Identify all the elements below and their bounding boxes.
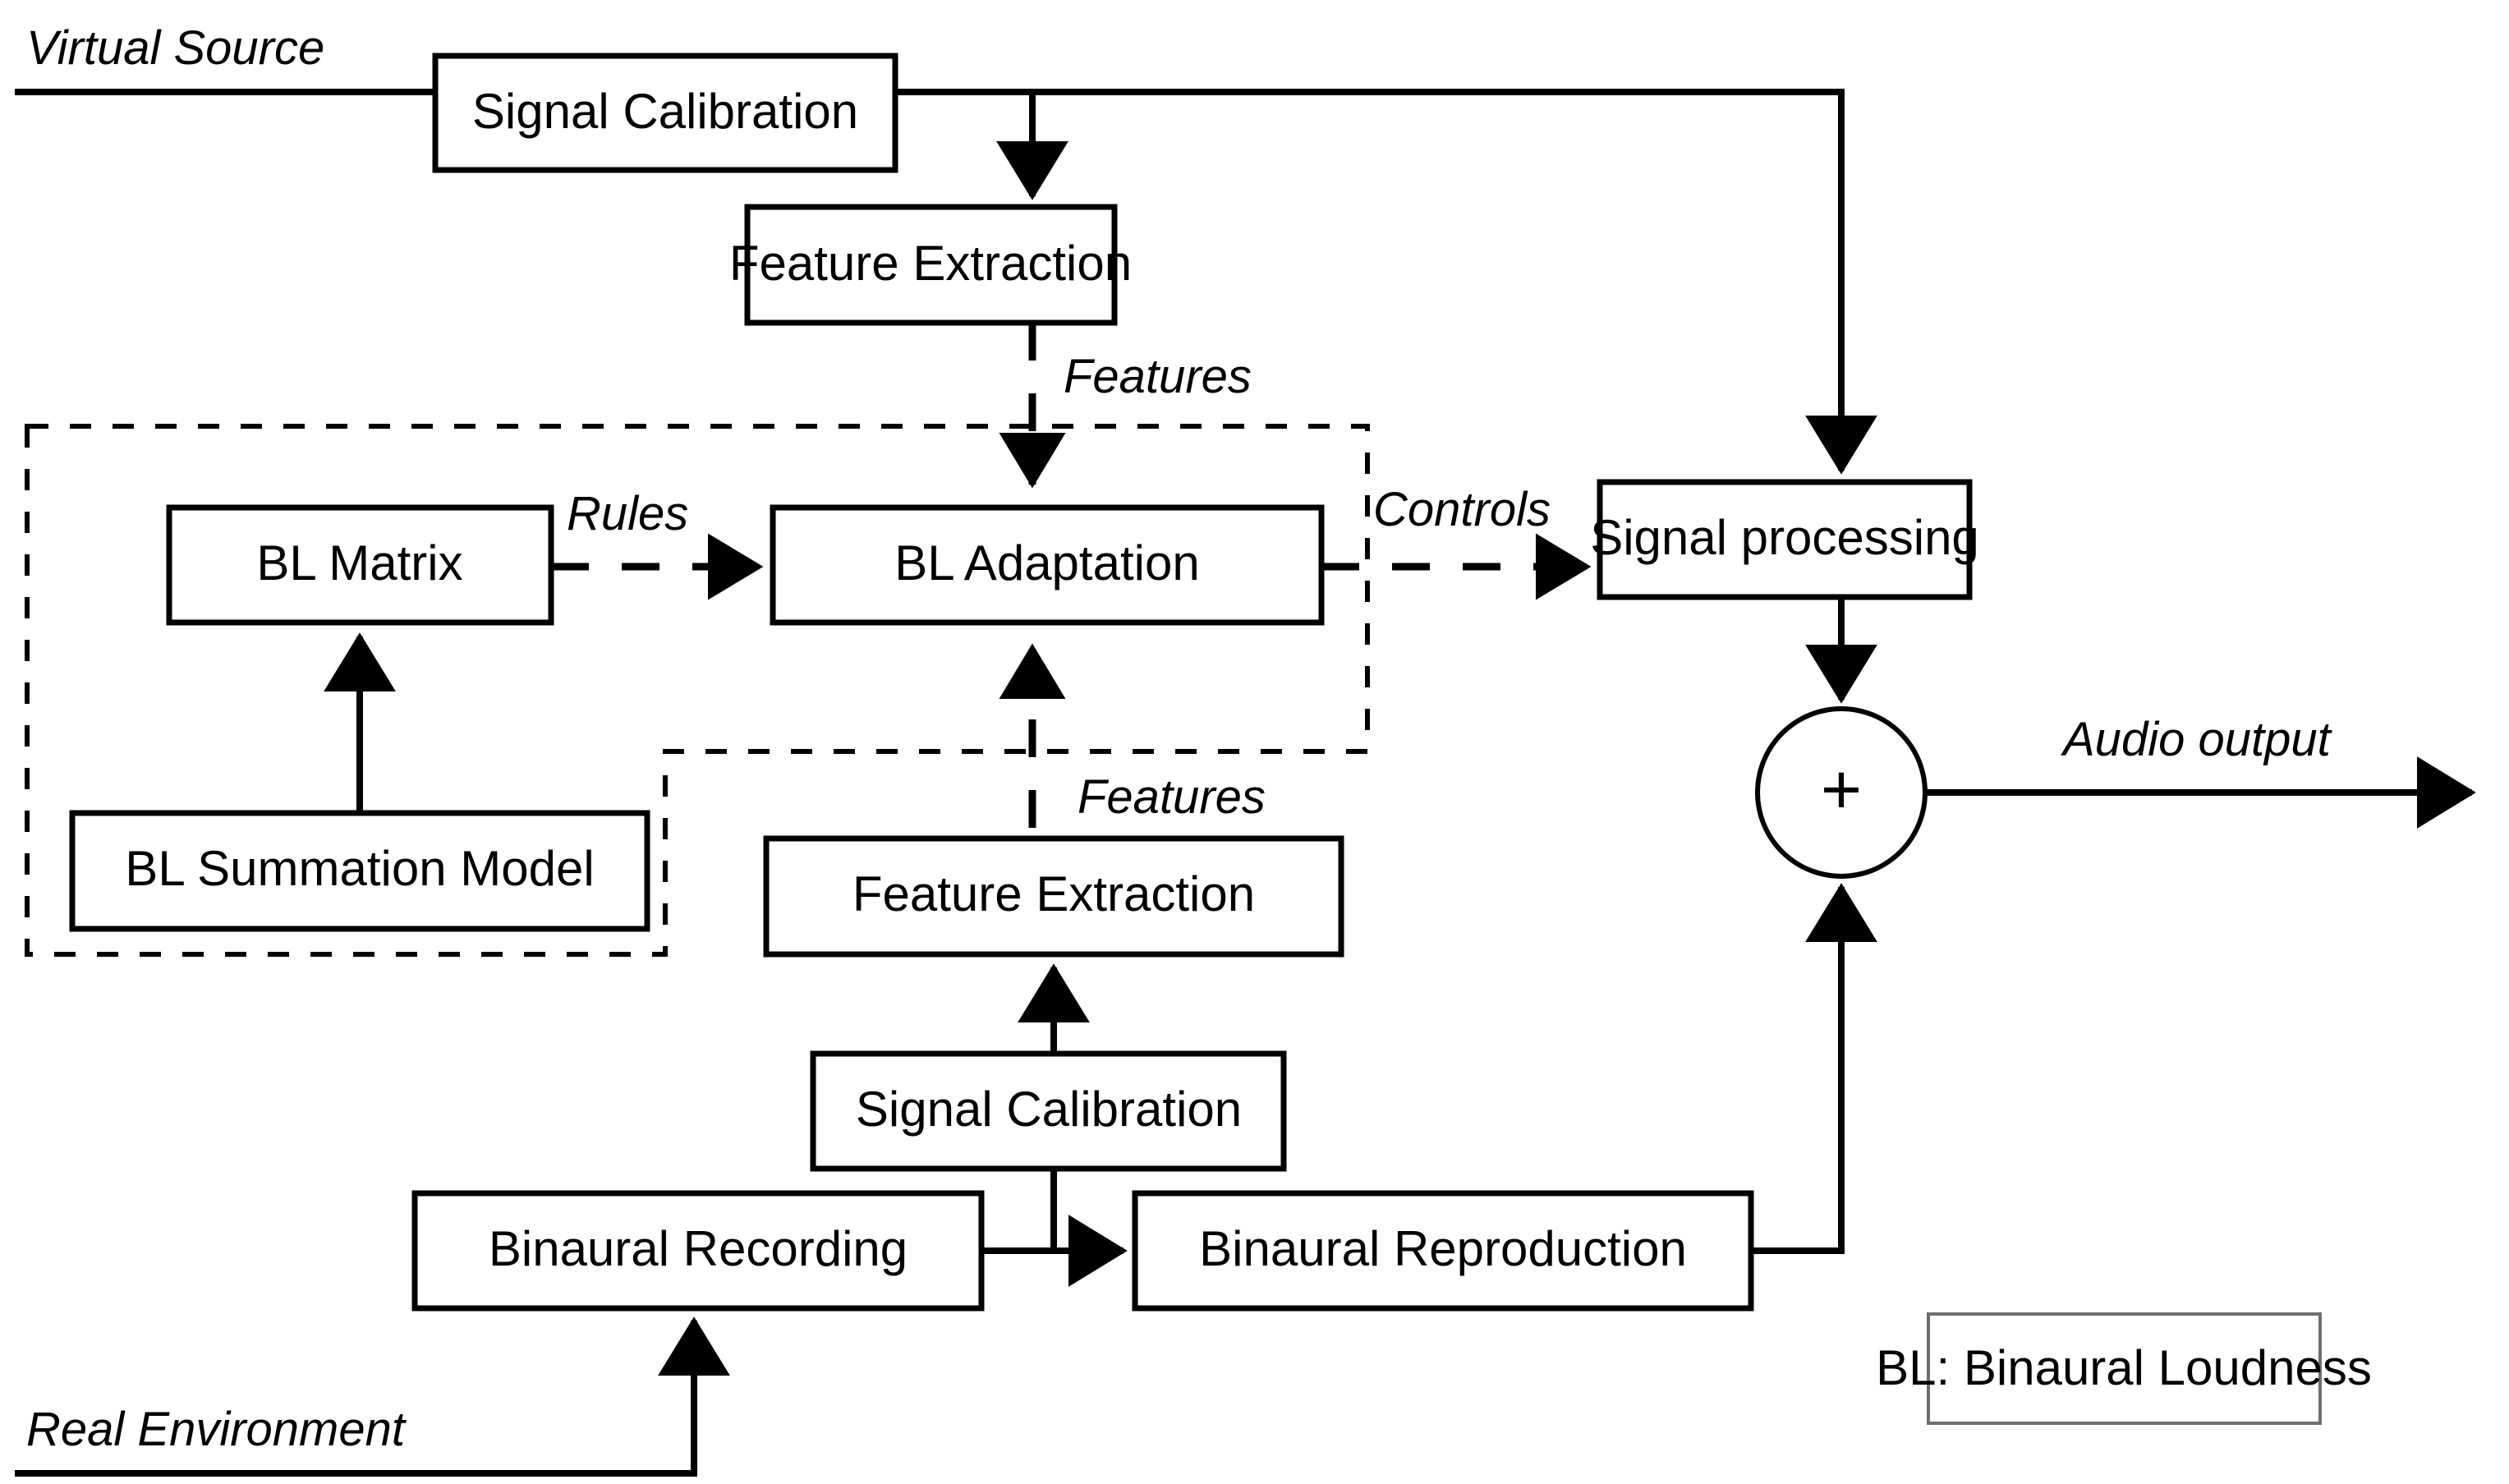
label-bl-summation-model: BL Summation Model — [125, 841, 594, 896]
label-features-bottom: Features — [1078, 770, 1266, 824]
label-features-top: Features — [1064, 350, 1252, 403]
label-feature-extraction-top: Feature Extraction — [729, 236, 1132, 291]
label-controls: Controls — [1373, 483, 1551, 536]
label-signal-processing: Signal processing — [1590, 510, 1979, 565]
label-bl-matrix: BL Matrix — [256, 535, 462, 590]
label-binaural-recording: Binaural Recording — [489, 1221, 908, 1276]
label-virtual-source: Virtual Source — [26, 21, 324, 75]
label-feature-extraction-bottom: Feature Extraction — [852, 866, 1255, 921]
label-audio-output: Audio output — [2061, 713, 2333, 766]
block-bl-matrix[interactable] — [166, 504, 554, 626]
block-binaural-reproduction[interactable] — [1132, 1190, 1754, 1312]
reproduction-to-sum-line — [1751, 883, 1877, 1254]
label-real-environment: Real Environment — [26, 1403, 407, 1456]
bl-model-region-outline — [25, 424, 1370, 957]
block-feature-extraction-bottom[interactable] — [763, 835, 1344, 958]
legend-text: BL: Binaural Loudness — [1876, 1340, 2372, 1395]
label-bl-adaptation: BL Adaptation — [894, 535, 1199, 590]
summing-junction-plus: + — [1821, 751, 1862, 829]
block-signal-processing[interactable] — [1597, 479, 1973, 600]
block-bl-adaptation[interactable] — [770, 504, 1325, 626]
calibration-to-signal-processing-line — [895, 89, 1877, 475]
legend-box — [1927, 1312, 2322, 1425]
label-signal-calibration-top: Signal Calibration — [472, 84, 858, 139]
label-binaural-reproduction: Binaural Reproduction — [1199, 1221, 1687, 1276]
real-environment-line — [15, 1316, 730, 1477]
block-signal-calibration-top[interactable] — [432, 53, 898, 173]
block-signal-calibration-bottom[interactable] — [810, 1050, 1287, 1172]
label-signal-calibration-bottom: Signal Calibration — [856, 1082, 1242, 1137]
block-feature-extraction-top[interactable] — [744, 204, 1118, 326]
label-rules: Rules — [567, 487, 688, 540]
